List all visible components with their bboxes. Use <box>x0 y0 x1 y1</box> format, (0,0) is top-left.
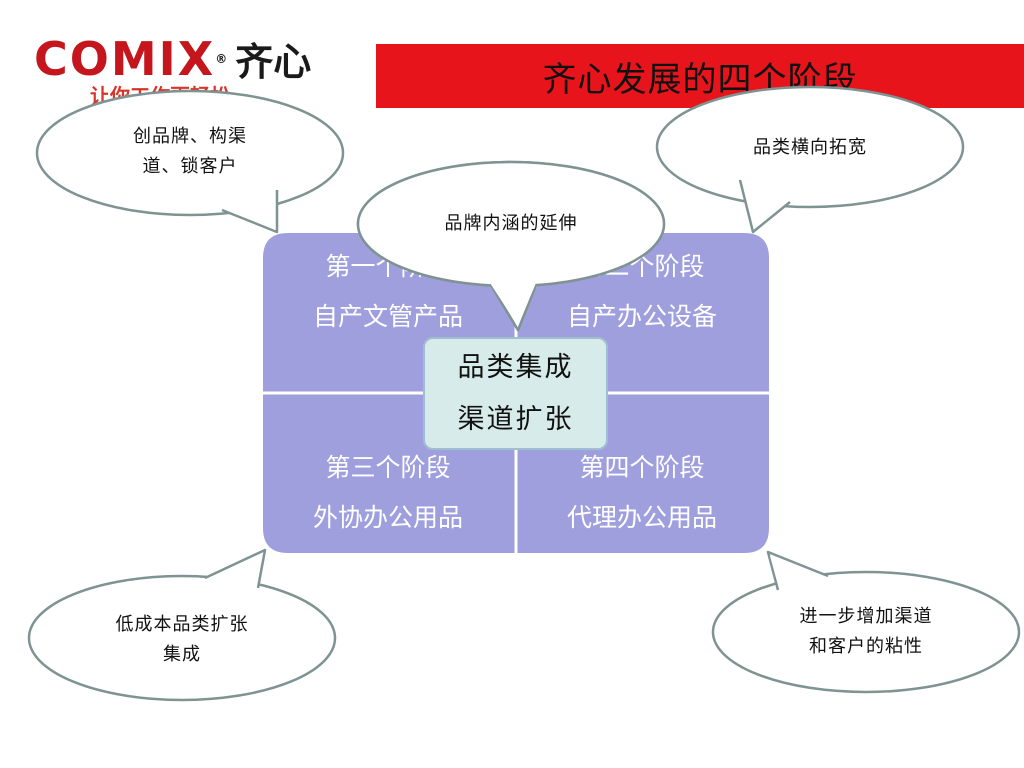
logo-brand-text: COMIX <box>34 32 216 86</box>
bubble-top-left: 创品牌、构渠 道、锁客户 <box>40 122 340 182</box>
bubble-top-left-line-2: 道、锁客户 <box>142 156 238 177</box>
bubble-top-right-line-1: 品类横向拓宽 <box>753 137 867 158</box>
quadrant-2-product: 自产办公设备 <box>566 302 717 331</box>
bubble-bottom-right-line-2: 和客户的粘性 <box>809 636 923 657</box>
center-box: 品类集成 渠道扩张 <box>423 337 608 450</box>
center-line-1: 品类集成 <box>457 351 574 383</box>
bubble-bottom-left-shape <box>27 574 337 702</box>
bubble-bottom-left-line-2: 集成 <box>163 644 201 665</box>
logo-registered-mark: ® <box>215 52 230 66</box>
bubble-bottom-right: 进一步增加渠道 和客户的粘性 <box>716 602 1016 662</box>
bubble-bottom-right-shape <box>711 570 1021 694</box>
quadrant-4-product: 代理办公用品 <box>566 503 717 532</box>
bubble-top-left-shape <box>35 89 345 217</box>
bubble-bottom-left: 低成本品类扩张 集成 <box>32 610 332 670</box>
logo-brand-cn: 齐心 <box>235 40 312 84</box>
quadrant-4: 第四个阶段 代理办公用品 <box>517 443 767 543</box>
logo-wordmark: COMIX® 齐心 <box>34 34 311 87</box>
quadrant-4-stage: 第四个阶段 <box>579 453 705 482</box>
quadrant-1-product: 自产文管产品 <box>312 302 463 331</box>
bubble-top-center-line-1: 品牌内涵的延伸 <box>444 213 578 234</box>
quadrant-3-product: 外协办公用品 <box>312 503 463 532</box>
bubble-top-left-line-1: 创品牌、构渠 <box>133 126 247 147</box>
bubble-top-right: 品类横向拓宽 <box>660 133 960 163</box>
bubble-bottom-left-line-1: 低成本品类扩张 <box>115 614 249 635</box>
bubble-top-center: 品牌内涵的延伸 <box>361 209 661 239</box>
bubble-top-right-shape <box>655 85 965 209</box>
bubble-bottom-right-line-1: 进一步增加渠道 <box>799 606 933 627</box>
quadrant-3-stage: 第三个阶段 <box>325 453 451 482</box>
quadrant-3: 第三个阶段 外协办公用品 <box>263 443 513 543</box>
center-line-2: 渠道扩张 <box>457 403 574 435</box>
